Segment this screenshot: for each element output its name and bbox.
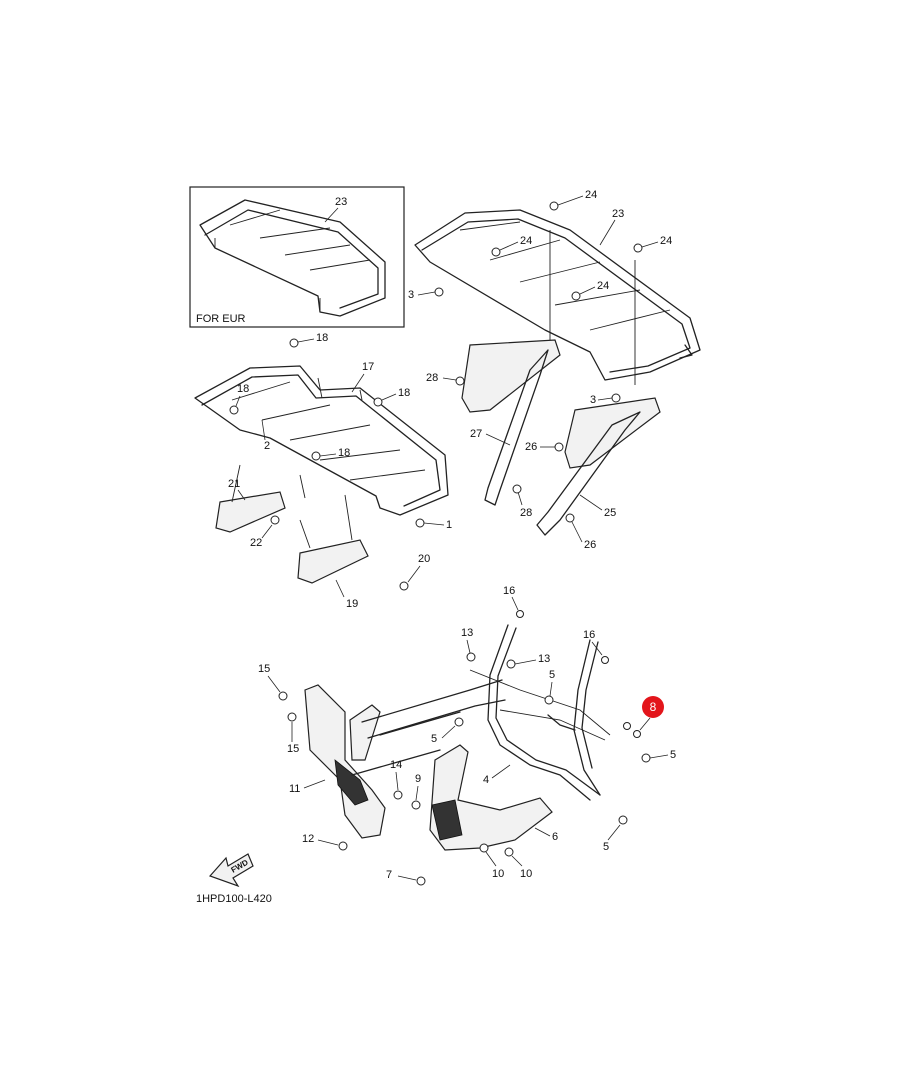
bolt-10b <box>504 847 514 857</box>
callout-25: 25 <box>604 507 616 519</box>
bolt-15b <box>287 712 297 722</box>
bolt-8b <box>623 722 631 730</box>
callout-14: 14 <box>390 759 402 771</box>
bolt-28b <box>512 484 522 494</box>
callout-20: 20 <box>418 553 430 565</box>
callout-19: 19 <box>346 598 358 610</box>
bolt-22 <box>270 515 280 525</box>
callout-17: 17 <box>362 361 374 373</box>
callout-18a: 18 <box>316 332 328 344</box>
rear-carrier <box>414 209 701 536</box>
bolt-24b <box>491 247 501 257</box>
lower-guard-assembly <box>304 624 611 851</box>
inset-for-eur: 23 FOR EUR <box>189 186 405 328</box>
bolt-18c <box>373 397 383 407</box>
callout-16b: 16 <box>583 629 595 641</box>
bolt-16a <box>516 610 524 618</box>
callout-3a: 3 <box>408 289 414 301</box>
callout-6: 6 <box>552 831 558 843</box>
callout-18b: 18 <box>237 383 249 395</box>
callout-28a: 28 <box>426 372 438 384</box>
callout-27: 27 <box>470 428 482 440</box>
callout-28b: 28 <box>520 507 532 519</box>
bolt-18b <box>229 405 239 415</box>
callout-12: 12 <box>302 833 314 845</box>
fwd-arrow: FWD <box>208 853 254 888</box>
bolt-9 <box>411 800 421 810</box>
callout-26a: 26 <box>525 441 537 453</box>
inset-label: FOR EUR <box>196 313 246 325</box>
callout-10b: 10 <box>520 868 532 880</box>
callout-7: 7 <box>386 869 392 881</box>
bolt-15a <box>278 691 288 701</box>
callout-22: 22 <box>250 537 262 549</box>
bolt-24c <box>633 243 643 253</box>
bolt-24a <box>549 201 559 211</box>
callout-5a: 5 <box>549 669 555 681</box>
callout-4: 4 <box>483 774 489 786</box>
callout-18c: 18 <box>398 387 410 399</box>
callout-3b: 3 <box>590 394 596 406</box>
bolt-7 <box>416 876 426 886</box>
bolt-5a <box>544 695 554 705</box>
bolt-5d <box>618 815 628 825</box>
diagram-code: 1HPD100-L420 <box>196 893 272 905</box>
callout-24b: 24 <box>520 235 532 247</box>
bolt-8a <box>633 730 641 738</box>
callout-23: 23 <box>612 208 624 220</box>
front-carrier <box>194 365 449 584</box>
bolt-28a <box>455 376 465 386</box>
callout-2: 2 <box>264 440 270 452</box>
callout-16a: 16 <box>503 585 515 597</box>
bolt-20 <box>399 581 409 591</box>
callout-9: 9 <box>415 773 421 785</box>
bolt-13b <box>506 659 516 669</box>
callout-18d: 18 <box>338 447 350 459</box>
bolt-5b <box>454 717 464 727</box>
highlight-circle <box>642 696 664 718</box>
bolt-5c <box>641 753 651 763</box>
callout-5b: 5 <box>431 733 437 745</box>
callout-15a: 15 <box>258 663 270 675</box>
bolt-1 <box>415 518 425 528</box>
bolt-26b <box>565 513 575 523</box>
bolt-3b <box>611 393 621 403</box>
callout-10a: 10 <box>492 868 504 880</box>
callout-23-inset: 23 <box>335 196 347 208</box>
callout-21: 21 <box>228 478 240 490</box>
bolt-12 <box>338 841 348 851</box>
bolt-26a <box>554 442 564 452</box>
highlight-badge-8[interactable]: 8 <box>642 696 664 718</box>
callout-15b: 15 <box>287 743 299 755</box>
callout-13b: 13 <box>538 653 550 665</box>
highlight-number: 8 <box>650 700 657 714</box>
callout-5d: 5 <box>603 841 609 853</box>
bolt-14 <box>393 790 403 800</box>
bolt-24d <box>571 291 581 301</box>
callout-1: 1 <box>446 519 452 531</box>
callout-24a: 24 <box>585 189 597 201</box>
callout-24d: 24 <box>597 280 609 292</box>
bolt-16b <box>601 656 609 664</box>
callout-26b: 26 <box>584 539 596 551</box>
callout-24c: 24 <box>660 235 672 247</box>
bolt-18a <box>289 338 299 348</box>
callout-5c: 5 <box>670 749 676 761</box>
bolt-13a <box>466 652 476 662</box>
bolt-3a <box>434 287 444 297</box>
callout-11: 11 <box>289 783 300 795</box>
callout-13a: 13 <box>461 627 473 639</box>
bolt-18d <box>311 451 321 461</box>
bolt-10a <box>479 843 489 853</box>
